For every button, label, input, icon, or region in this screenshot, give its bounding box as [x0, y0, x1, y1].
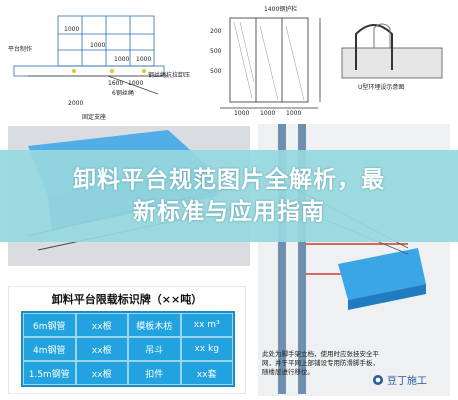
watermark-text: 豆丁施工 — [387, 376, 427, 387]
u-ring-embed-svg — [341, 23, 443, 79]
banner-title-line-1: 卸料平台规范图片全解析，最 — [73, 167, 385, 193]
sign-cell: 1.5m钢管 — [23, 361, 76, 385]
drawing-2-label: 1000 — [286, 110, 302, 117]
drawing-2-label: 1000 — [260, 110, 276, 117]
drawing-1-label: 平台制作 — [8, 46, 33, 53]
sign-cell: 4m钢管 — [23, 337, 76, 361]
drawing-1-label: 钢丝绳抗拉卸压 — [148, 72, 191, 79]
watermark: 豆丁施工 — [372, 372, 427, 387]
sign-cell: 吊斗 — [128, 337, 181, 361]
scaffold-caption: 此处为脚手架立档，使用时应张挂安全平网，并于平网上部铺设专用防滑脚手板，随楼层进… — [262, 350, 379, 376]
drawing-3-label: U型环埋设示意图 — [358, 84, 405, 91]
drawing-2-label: 1000 — [234, 110, 250, 117]
drawing-1-label: 1000 — [90, 42, 106, 49]
banner-title-line-2: 新标准与应用指南 — [133, 199, 325, 225]
drawing-1-label: 1000 — [114, 56, 130, 63]
sign-cell: xx kg — [180, 337, 233, 361]
sign-cell: 模板木枋 — [128, 313, 181, 337]
drawing-1-label: 1000 — [128, 80, 144, 87]
drawing-1-label: 2000 — [68, 100, 84, 107]
drawing-1-label: 6钢丝绳 — [112, 90, 134, 97]
platform-plan-drawing: 平台制作 1000 1000 1000 1000 1600 1000 2000 … — [8, 4, 194, 122]
platform-plan-svg — [13, 15, 168, 95]
sign-cell: xx套 — [180, 361, 233, 385]
title-banner: 卸料平台规范图片全解析，最 新标准与应用指南 — [0, 150, 458, 242]
drawing-1-label: 固定支座 — [82, 114, 107, 121]
u-ring-embed-drawing: U型环埋设示意图 — [334, 18, 452, 100]
sign-cell: 扣件 — [128, 361, 181, 385]
drawing-1-label: 1000 — [136, 56, 152, 63]
drawing-2-label: 500 — [210, 68, 222, 75]
drawing-2-label: 500 — [210, 48, 222, 55]
sign-cell: xx m³ — [180, 313, 233, 337]
sign-cell: xx根 — [75, 313, 128, 337]
sign-cell: 6m钢管 — [23, 313, 76, 337]
drawing-1-label: 1000 — [64, 26, 80, 33]
railing-elevation-drawing: 1400钢护栏 1000 1000 1000 200 500 500 — [204, 2, 334, 122]
sign-cell: xx根 — [75, 361, 128, 385]
drawing-2-label: 200 — [210, 28, 222, 35]
load-limit-sign: 卸料平台限载标识牌（××吨） 6m钢管 xx根 模板木枋 xx m³ 4m钢管 … — [8, 286, 246, 394]
drawing-1-label: 1600 — [108, 80, 124, 87]
sign-title: 卸料平台限载标识牌（××吨） — [51, 293, 203, 306]
sign-cell: xx根 — [75, 337, 128, 361]
railing-elevation-svg — [220, 17, 321, 109]
sign-table: 6m钢管 xx根 模板木枋 xx m³ 4m钢管 xx根 吊斗 xx kg 1.… — [21, 311, 235, 387]
bean-logo-icon — [373, 374, 383, 385]
drawing-2-label: 1400钢护栏 — [264, 6, 298, 13]
